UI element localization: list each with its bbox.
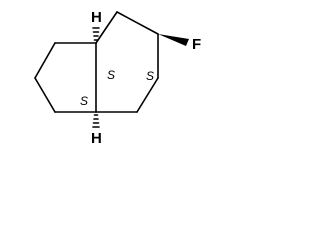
bond-left-ring-lower-left — [34, 77, 56, 113]
bond-right-ring-top — [116, 11, 159, 35]
right-ring — [95, 11, 159, 113]
solid-wedge-fluorine — [158, 34, 189, 46]
stereo-descriptor-c8a: S — [80, 94, 88, 108]
bond-right-ring-upper-left — [95, 11, 118, 44]
bond-right-ring-lower-right — [136, 77, 159, 113]
hashed-wedge-top — [92, 27, 100, 41]
hydrogen-top-label: H — [91, 9, 102, 26]
molecule-structure-diagram: H H F S S S — [34, 9, 201, 147]
stereo-descriptor-c2: S — [146, 69, 154, 83]
bond-left-ring-upper-left — [34, 42, 56, 79]
left-ring — [34, 42, 97, 113]
hashed-wedge-bottom — [92, 114, 100, 128]
hydrogen-bottom-label: H — [91, 130, 102, 147]
fluorine-label: F — [192, 36, 201, 53]
stereo-descriptor-c4a: S — [107, 68, 115, 82]
